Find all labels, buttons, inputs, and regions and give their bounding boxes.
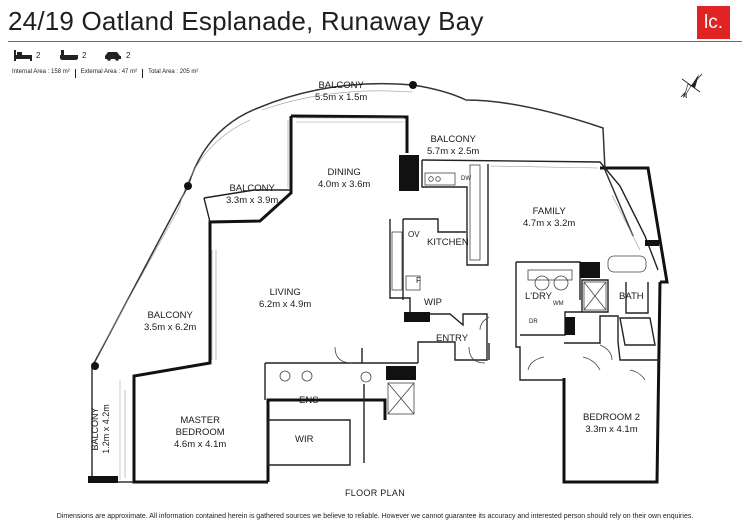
room-balcony-w: BALCONY 3.5m x 6.2m — [144, 310, 196, 334]
floor-plan-label: FLOOR PLAN — [344, 488, 405, 498]
compass-north-label: N — [683, 94, 688, 100]
room-name: BEDROOM 2 — [583, 412, 641, 423]
room-name: FAMILY — [532, 206, 566, 217]
balcony-outline-inner — [96, 119, 251, 357]
room-living: LIVING 6.2m x 4.9m — [259, 287, 311, 311]
room-dimensions: 4.0m x 3.6m — [318, 179, 371, 190]
room-dimensions: 3.3m x 3.9m — [226, 195, 279, 206]
room-name-line2: BEDROOM — [175, 427, 225, 438]
room-name: DINING — [327, 167, 361, 178]
label-ensuite: ENS — [299, 395, 319, 406]
header-divider — [8, 41, 742, 42]
total-area: Total Area : 205 m² — [148, 69, 199, 75]
page-title: 24/19 Oatland Esplanade, Runaway Bay — [8, 6, 484, 36]
label-fridge: F — [416, 276, 421, 285]
room-name: BALCONY — [229, 183, 275, 194]
room-dimensions: 3.3m x 4.1m — [585, 424, 638, 435]
bed-icon — [14, 50, 32, 61]
balcony-outline-inner — [261, 90, 413, 111]
area-separator — [74, 69, 76, 78]
room-dimensions: 3.5m x 6.2m — [144, 322, 197, 333]
room-balcony-top: BALCONY 5.5m x 1.5m — [315, 80, 367, 104]
car-spaces-count: 2 — [126, 51, 131, 60]
label-laundry: L'DRY — [525, 291, 552, 302]
bedrooms-feature: 2 — [14, 50, 40, 61]
room-dimensions: 5.5m x 1.5m — [315, 92, 368, 103]
room-dimensions: 1.2m x 4.2m — [101, 404, 111, 454]
internal-area: Internal Area : 158 m² — [12, 69, 70, 75]
label-wir: WIR — [295, 434, 314, 445]
label-dryer: DR — [529, 319, 538, 325]
room-name: LIVING — [269, 287, 301, 298]
room-balcony-sw: BALCONY 1.2m x 4.2m — [90, 399, 112, 459]
room-name: MASTER — [180, 415, 220, 426]
label-kitchen: KITCHEN — [427, 237, 469, 248]
compass-icon: N — [678, 70, 708, 109]
label-entry: ENTRY — [436, 333, 469, 344]
balcony-outline — [91, 82, 634, 368]
room-dining: DINING 4.0m x 3.6m — [318, 167, 370, 191]
brand-logo[interactable]: lc. — [697, 6, 730, 39]
area-summary: Internal Area : 158 m² External Area : 4… — [12, 69, 198, 78]
bathrooms-count: 2 — [82, 51, 87, 60]
car-spaces-feature: 2 — [104, 50, 130, 61]
room-dimensions: 5.7m x 2.5m — [427, 146, 480, 157]
room-bedroom-2: BEDROOM 2 3.3m x 4.1m — [583, 412, 640, 436]
label-washing-machine: WM — [553, 301, 564, 307]
room-balcony-nw: BALCONY 3.3m x 3.9m — [226, 183, 278, 207]
area-separator — [142, 69, 144, 78]
bathrooms-feature: 2 — [60, 50, 86, 61]
room-family: FAMILY 4.7m x 3.2m — [523, 206, 575, 230]
room-name: BALCONY — [430, 134, 476, 145]
label-oven: OV — [408, 230, 420, 239]
room-name: BALCONY — [147, 310, 193, 321]
bath-icon — [60, 50, 78, 60]
room-dimensions: 6.2m x 4.9m — [259, 299, 312, 310]
car-icon — [105, 52, 121, 61]
room-dimensions: 4.7m x 3.2m — [523, 218, 576, 229]
room-dimensions: 4.6m x 4.1m — [174, 439, 227, 450]
room-name: BALCONY — [318, 80, 364, 91]
bedrooms-count: 2 — [36, 51, 41, 60]
disclaimer-text: Dimensions are approximate. All informat… — [56, 513, 694, 520]
label-bath: BATH — [619, 291, 644, 302]
label-wip: WIP — [424, 297, 442, 308]
label-dishwasher: DW — [461, 176, 471, 182]
room-name: BALCONY — [90, 407, 100, 451]
room-master-bedroom: MASTER BEDROOM 4.6m x 4.1m — [174, 415, 226, 451]
external-area: External Area : 47 m² — [80, 69, 138, 75]
logo-text: lc. — [704, 11, 723, 33]
room-balcony-right: BALCONY 5.7m x 2.5m — [427, 134, 479, 158]
